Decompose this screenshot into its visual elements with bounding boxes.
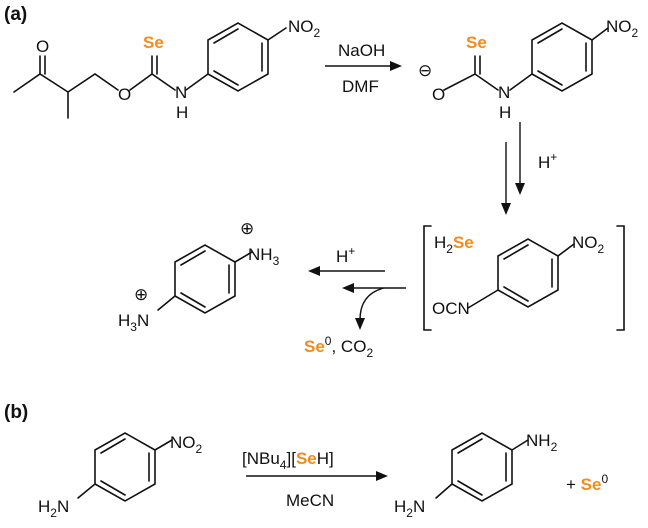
reactant-a-no2-bond	[267, 27, 287, 41]
amino-group: NH2	[526, 431, 558, 454]
phenylenediamine-product: NH2 H2N	[394, 431, 558, 520]
benzene-ring	[207, 22, 269, 92]
product-b-amine-bond-top	[511, 439, 529, 451]
amide-hydrogen: H	[176, 103, 188, 122]
step3-arrow: H+	[308, 244, 406, 330]
benzene-ring	[531, 22, 593, 92]
panel-a-label: (a)	[4, 4, 27, 25]
reactant-selenium: Se	[143, 33, 164, 52]
reactant-a-carbonyl	[39, 55, 46, 75]
amide-nitrogen: N	[175, 83, 187, 102]
reaction-b-arrow: [NBu4][SeH] MeCN	[242, 449, 388, 510]
isocyanate-group: OCN	[432, 299, 470, 318]
carbonyl-oxygen: O	[36, 37, 49, 56]
nitro-group: NO2	[288, 17, 321, 40]
anion-nitrogen: N	[498, 83, 510, 102]
product-b-amine-bond-left	[435, 483, 453, 499]
ester-oxygen: O	[118, 85, 131, 104]
reagent-naoh: NaOH	[338, 41, 385, 60]
anion-no2-bond	[591, 27, 609, 41]
left-ammonium-bond	[157, 295, 176, 311]
anion-selenium: Se	[466, 33, 487, 52]
amino-group: H2N	[394, 497, 425, 520]
bracket-left	[423, 225, 432, 331]
selenium-byproduct: + Se0	[566, 472, 608, 494]
amino-group: H2N	[38, 497, 69, 520]
selenium-co2-byproducts: Se0, CO2	[304, 334, 373, 360]
benzene-ring	[94, 432, 156, 502]
diammonium-product: ⊕ NH3 ⊕ H3N	[118, 219, 280, 334]
benzene-ring	[174, 244, 236, 314]
nitroaniline-reactant: NO2 H2N	[38, 432, 203, 520]
anion-bonds	[443, 55, 533, 91]
nitro-group: NO2	[606, 17, 639, 40]
ammonium-charge: ⊕	[134, 285, 148, 304]
reactant-a: O O Se N H NO2	[13, 17, 321, 122]
reactant-b-no2-bond	[154, 439, 173, 451]
selenocarbamate-anion: ⊖ O Se N H NO2	[418, 17, 639, 122]
bracket-right	[616, 225, 625, 331]
nitro-group: NO2	[170, 433, 203, 456]
step3-proton: H+	[336, 244, 355, 266]
benzene-ring	[451, 432, 513, 502]
nitro-group: NO2	[572, 233, 605, 256]
anion-charge: ⊖	[418, 61, 432, 80]
intermediate-bracket: H2Se OCN NO2	[423, 225, 625, 331]
isocyanate-bond	[467, 289, 499, 309]
step2-proton: H+	[538, 150, 557, 172]
panel-b-label: (b)	[4, 402, 28, 423]
step2-arrow: H+	[501, 122, 557, 215]
anion-oxygen: O	[432, 85, 445, 104]
solvent-dmf: DMF	[342, 77, 379, 96]
ammonium-charge: ⊕	[240, 219, 254, 238]
step1-arrow: NaOH DMF	[325, 41, 402, 96]
byproduct-curve	[359, 287, 385, 321]
solvent-mecn: MeCN	[286, 491, 334, 510]
benzene-ring	[497, 238, 559, 308]
reagent-selenol-salt: [NBu4][SeH]	[242, 449, 334, 472]
top-ammonium-group: NH3	[248, 245, 280, 268]
reactant-a-chain	[13, 55, 209, 119]
top-ammonium-bond	[234, 251, 253, 263]
anion-hydrogen: H	[499, 103, 511, 122]
intermediate-no2-bond	[557, 243, 575, 257]
hydrogen-selenide: H2Se	[434, 233, 474, 256]
left-ammonium-group: H3N	[118, 311, 149, 334]
reactant-b-amine-bond	[77, 483, 96, 499]
